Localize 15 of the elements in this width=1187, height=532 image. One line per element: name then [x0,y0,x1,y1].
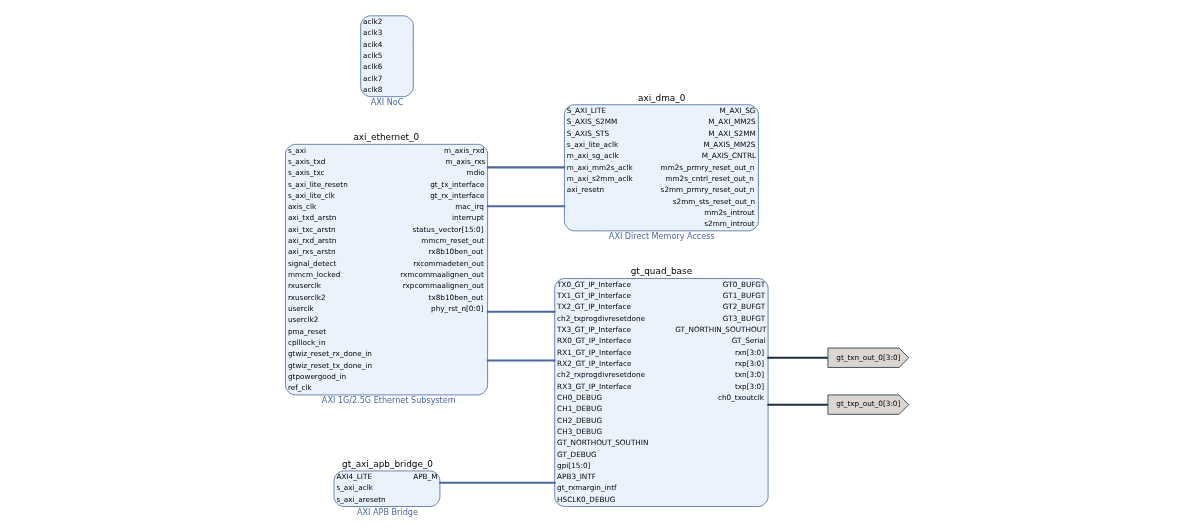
connector [439,481,556,484]
node-label: axi_dma_0 [637,92,686,103]
node-label: AXI NoC [370,96,404,107]
node-label: AXI 1G/2.5G Ethernet Subsystem [321,395,456,406]
connector [486,359,556,362]
node-label: AXI Direct Memory Access [608,230,715,241]
node-label: AXI APB Bridge [357,506,418,517]
node-label: axi_ethernet_0 [353,132,420,143]
connector [486,205,566,208]
connector [767,356,828,359]
connector [486,166,566,169]
node-label: gt_quad_base [630,266,693,277]
connector [486,310,556,313]
connector [767,403,828,406]
node-label: gt_axi_apb_bridge_0 [342,458,433,469]
